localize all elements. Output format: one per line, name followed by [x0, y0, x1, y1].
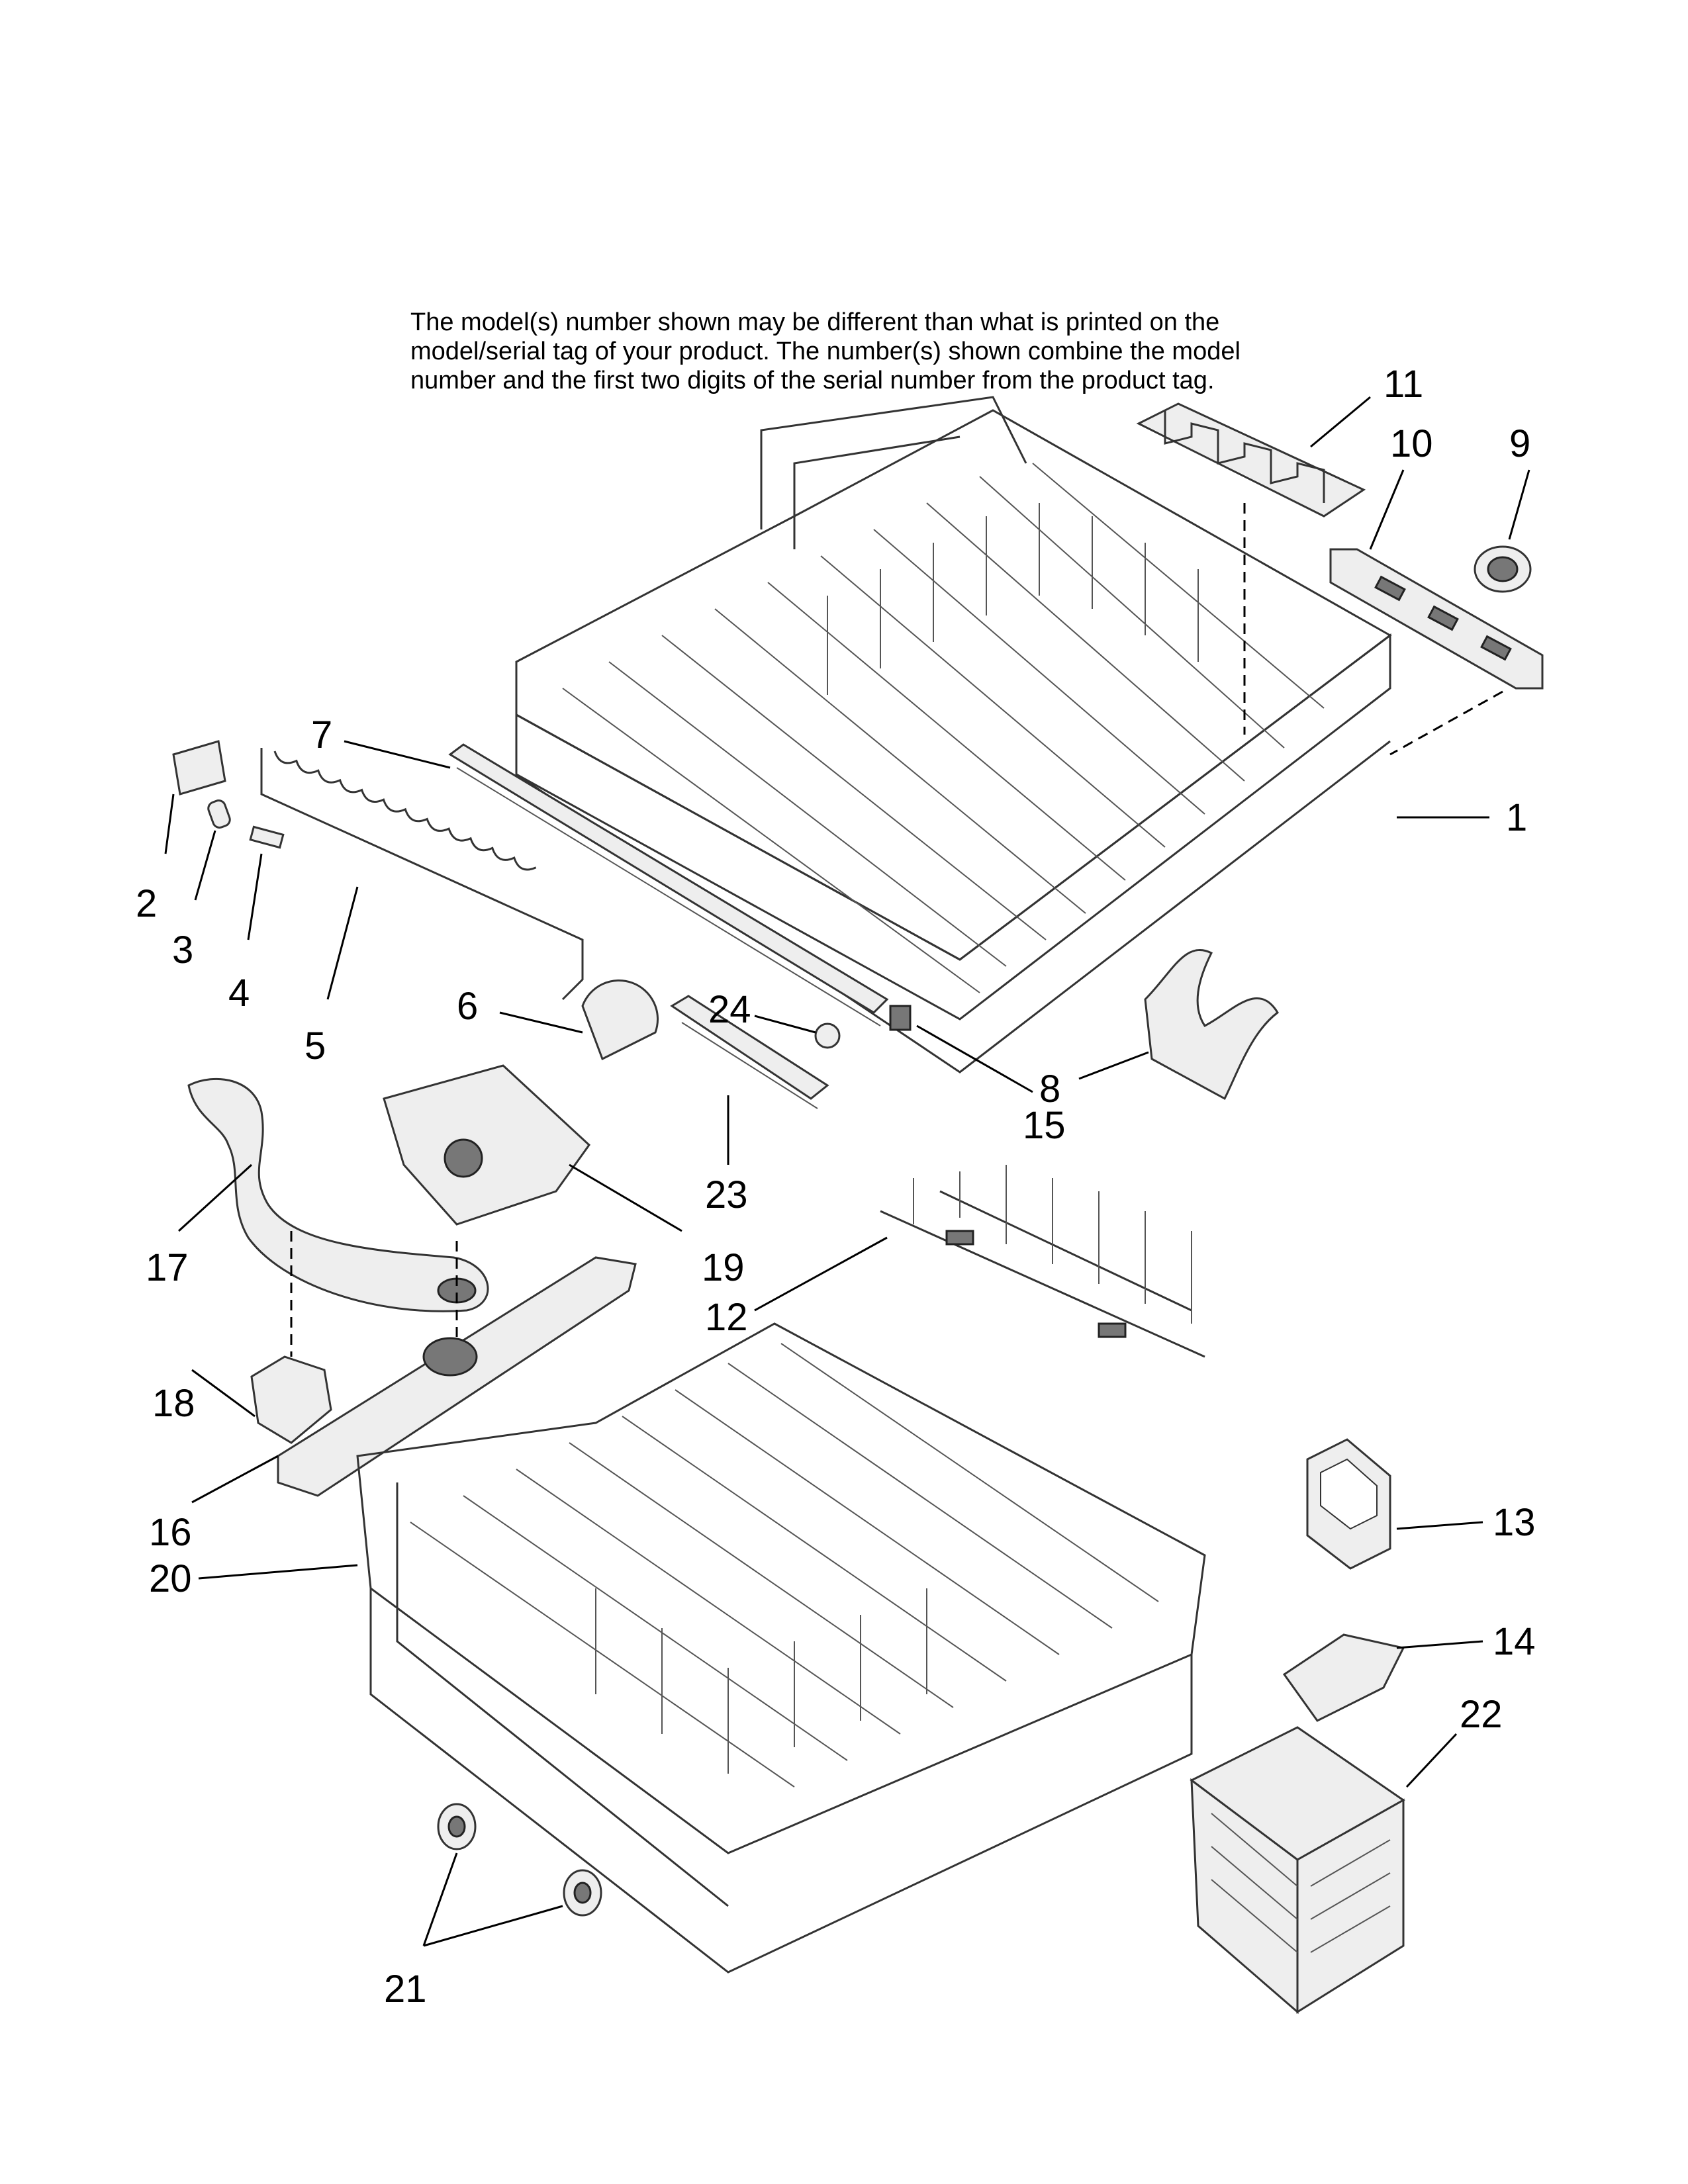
callout-23: 23 — [705, 1173, 748, 1216]
part-6-cap — [581, 979, 659, 1061]
part-19-manifold — [383, 1064, 590, 1226]
callout-11: 11 — [1383, 363, 1423, 406]
callout-21: 21 — [384, 1968, 427, 2011]
part-18-bracket — [250, 1355, 332, 1444]
callout-19: 19 — [702, 1246, 745, 1289]
callout-22: 22 — [1460, 1693, 1503, 1736]
callout-16: 16 — [149, 1511, 192, 1554]
callout-14: 14 — [1493, 1620, 1536, 1663]
note-line: The model(s) number shown may be differe… — [410, 308, 1220, 336]
part-10-rail — [1329, 548, 1544, 690]
part-2-clip — [172, 740, 226, 796]
part-22-basket — [1190, 1726, 1405, 2015]
model-number-note: The model(s) number shown may be differe… — [410, 308, 1337, 395]
callout-6: 6 — [457, 985, 478, 1028]
part-23-track — [670, 995, 829, 1109]
callout-12: 12 — [705, 1296, 748, 1339]
callout-18: 18 — [152, 1382, 195, 1425]
part-5-wire — [260, 748, 584, 1001]
callout-7: 7 — [311, 713, 332, 756]
callout-3: 3 — [172, 929, 193, 972]
callout-15: 15 — [1023, 1104, 1066, 1147]
upper-rack — [515, 396, 1392, 1073]
part-4-label — [249, 825, 285, 849]
note-line: model/serial tag of your product. The nu… — [410, 338, 1241, 365]
callout-1: 1 — [1506, 796, 1527, 839]
part-16-spray-arm — [277, 1256, 637, 1497]
part-7-rail — [448, 743, 889, 1026]
callout-24: 24 — [708, 988, 751, 1031]
part-11-tine-row — [1136, 402, 1366, 518]
part-12-tines — [880, 1165, 1205, 1358]
callout-13: 13 — [1493, 1501, 1536, 1544]
part-9-wheel — [1474, 545, 1532, 593]
lower-rack — [356, 1322, 1206, 1974]
part-21-wheels — [437, 1803, 602, 1917]
note-line: number and the first two digits of the s… — [410, 367, 1215, 394]
callout-9: 9 — [1509, 422, 1530, 465]
callout-20: 20 — [149, 1557, 192, 1600]
callout-5: 5 — [305, 1024, 326, 1068]
part-8-clip — [1144, 948, 1279, 1101]
part-15-stop — [889, 1005, 912, 1031]
callout-4: 4 — [228, 972, 250, 1015]
part-13-handle — [1306, 1438, 1391, 1570]
callout-8: 8 — [1039, 1068, 1060, 1111]
callout-labels: 1 2 3 4 5 6 7 8 9 10 11 12 13 14 15 16 1… — [136, 363, 1536, 2011]
callout-17: 17 — [146, 1246, 189, 1289]
part-14-cover — [1282, 1633, 1405, 1722]
part-24-ball — [814, 1023, 841, 1049]
part-3-pin — [207, 799, 231, 829]
callout-10: 10 — [1390, 422, 1433, 465]
leader-lines — [164, 396, 1530, 1947]
callout-2: 2 — [136, 882, 157, 925]
